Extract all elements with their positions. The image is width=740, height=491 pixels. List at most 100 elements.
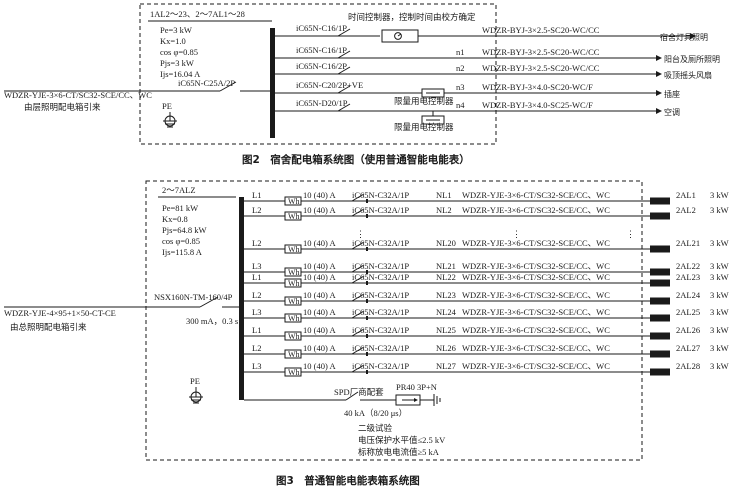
fig2-param-pjs: Pjs=3 kW [160, 58, 194, 68]
figure-3-meter-box: 2～7ALZ Pe=81 kW Kx=0.8 Pjs=64.8 kW cos φ… [4, 180, 729, 487]
feeder-3-circuit: NL20 [436, 238, 456, 248]
feeder-10-breaker-contact [351, 364, 365, 373]
fig2-param-cos: cos φ=0.85 [160, 47, 198, 57]
feeder-7-breaker-mark [366, 316, 368, 320]
feeder-3-terminal-box [650, 245, 670, 253]
feeder-1-breaker: iC65N-C32A/1P [352, 190, 409, 200]
feeder-6-meter-rating: 10 (40) A [303, 290, 336, 300]
fig2-branch-4-breaker: iC65N-C20/2P+VE [296, 80, 363, 90]
feeder-3-box-label: 2AL21 [676, 238, 700, 248]
feeder-3-phase: L2 [252, 238, 261, 248]
feeder-4-meter-rating: 10 (40) A [303, 261, 336, 271]
feeder-7-meter-symbol: Wh [288, 314, 300, 323]
feeder-7-circuit: NL24 [436, 307, 457, 317]
feeder-3-meter-rating: 10 (40) A [303, 238, 336, 248]
feeder-4-meter-symbol: Wh [288, 268, 300, 277]
feeder-6-cable: WDZR-YJE-3×6-CT/SC32-SCE/CC、WC [462, 290, 610, 300]
feeder-6-box-label: 2AL24 [676, 290, 701, 300]
fig2-busbar [270, 28, 275, 138]
feeder-5-circuit: NL22 [436, 272, 456, 282]
fig2-branch-1-breaker: iC65N-C16/1P [296, 23, 347, 33]
feeder-4-cable: WDZR-YJE-3×6-CT/SC32-SCE/CC、WC [462, 261, 610, 271]
figure-2-dorm-distribution-box: 1AL2～23、2～7AL1～28 Pe=3 kW Kx=1.0 cos φ=0… [4, 3, 720, 166]
feeder-8-meter-rating: 10 (40) A [303, 325, 336, 335]
feeder-1-meter-symbol: Wh [288, 197, 300, 206]
feeder-6-phase: L2 [252, 290, 261, 300]
feeder-8-power: 3 kW [710, 325, 729, 335]
fig2-caption: 图2 宿舍配电箱系统图（使用普通智能电能表） [242, 153, 470, 166]
feeder-10-meter-symbol: Wh [288, 368, 300, 377]
feeder-5-power: 3 kW [710, 272, 729, 282]
feeder-6-meter-box [284, 296, 302, 306]
fig2-branch-2-breaker: iC65N-C16/1P [296, 45, 347, 55]
fig2-main-breaker-contact [219, 81, 237, 92]
feeder-10-breaker-mark [366, 370, 368, 374]
fig2-branch-4: iC65N-C20/2P+VE n3 WDZR-BYJ-3×4.0-SC20-W… [275, 80, 680, 99]
fig3-spd-note-3: 标称放电电流值≥5 kA [358, 447, 440, 457]
fig2-branch-3-breaker: iC65N-C16/2P [296, 61, 347, 71]
feeder-2-terminal-box [650, 212, 670, 220]
feeder-1-breaker-mark [366, 199, 368, 203]
feeder-1-meter-rating: 10 (40) A [303, 190, 336, 200]
fig2-branch-3-cable: WDZR-BYJ-3×2.5-SC20-WC/CC [482, 63, 600, 73]
feeder-9-breaker-mark [366, 352, 368, 356]
feeder-3-breaker-mark [366, 247, 368, 251]
fig2-time-controller-box [381, 29, 419, 43]
fig2-enclosure-boundary [139, 3, 497, 145]
fig3-main-breaker-label: NSX160N-TM-160/4P [154, 292, 233, 302]
feeder-4-terminal-box [650, 268, 670, 276]
feeder-4-breaker: iC65N-C32A/1P [352, 261, 409, 271]
feeder-10-meter-rating: 10 (40) A [303, 361, 336, 371]
fig3-caption: 图3 普通智能电能表箱系统图 [276, 474, 420, 487]
feeder-9-meter-rating: 10 (40) A [303, 343, 336, 353]
feeder-8-phase: L1 [252, 325, 261, 335]
fig2-incoming-cable: WDZR-YJE-3×6-CT/SC32-SCE/CC、WC [4, 90, 152, 100]
fig2-main-breaker-label: iC65N-C25A/2P [178, 78, 235, 88]
fig2-time-controller-icon [394, 32, 402, 40]
feeder-3-meter-symbol: Wh [288, 245, 300, 254]
fig2-branch-4-circuit: n3 [456, 82, 465, 92]
fig2-branch-2-cable: WDZR-BYJ-3×2.5-SC20-WC/CC [482, 47, 600, 57]
fig3-rcd-label: 300 mA，0.3 s [186, 316, 238, 326]
fig2-branch-3-circuit: n2 [456, 63, 465, 73]
feeder-3-breaker: iC65N-C32A/1P [352, 238, 409, 248]
fig2-branch-1-device: 时间控制器，控制时间由校方确定 [348, 12, 476, 22]
feeder-2-box-label: 2AL2 [676, 205, 696, 215]
feeder-2-meter-rating: 10 (40) A [303, 205, 336, 215]
feeder-4-phase: L3 [252, 261, 261, 271]
fig3-param-pjs: Pjs=64.8 kW [162, 225, 206, 235]
feeder-9-circuit: NL26 [436, 343, 456, 353]
feeder-1-circuit: NL1 [436, 190, 452, 200]
feeder-4-box-label: 2AL22 [676, 261, 700, 271]
feeder-2-meter-box [284, 211, 302, 221]
feeder-10-circuit: NL27 [436, 361, 456, 371]
feeder-5-breaker: iC65N-C32A/1P [352, 272, 409, 282]
feeder-9-phase: L2 [252, 343, 261, 353]
fig2-earth-symbol [163, 112, 177, 128]
feeder-6-breaker-mark [366, 299, 368, 303]
fig2-limiter-label-1: 限量用电控制器 [394, 96, 454, 106]
feeder-6-power: 3 kW [710, 290, 729, 300]
feeder-7-breaker-contact [351, 310, 365, 319]
feeder-3-cable: WDZR-YJE-3×6-CT/SC32-SCE/CC、WC [462, 238, 610, 248]
fig3-ellipsis-right: ⋮ [626, 229, 635, 239]
feeder-3-power: 3 kW [710, 238, 729, 248]
feeder-9-breaker-contact [351, 346, 365, 355]
fig2-param-ijs: Ijs=16.04 A [160, 69, 201, 79]
feeder-9-breaker: iC65N-C32A/1P [352, 343, 409, 353]
fig2-branch-3-load: 吸顶摇头风扇 [664, 70, 712, 80]
feeder-7-box-label: 2AL25 [676, 307, 700, 317]
feeder-8-meter-box [284, 331, 302, 341]
feeder-9-meter-symbol: Wh [288, 350, 300, 359]
fig2-branch-4-cable: WDZR-BYJ-3×4.0-SC20-WC/F [482, 82, 593, 92]
feeder-9-meter-box [284, 349, 302, 359]
feeder-7-power: 3 kW [710, 307, 729, 317]
fig3-ellipsis-breaker: ⋮ [356, 229, 365, 239]
fig3-spd-current: 40 kA（8/20 μs） [344, 408, 407, 418]
fig2-branch-2: iC65N-C16/1P n1 WDZR-BYJ-3×2.5-SC20-WC/C… [275, 45, 720, 64]
feeder-8-box-label: 2AL26 [676, 325, 700, 335]
feeder-4-breaker-mark [366, 270, 368, 274]
fig2-incoming-note: 由层照明配电箱引来 [24, 102, 101, 112]
fig3-spd-breaker: PR40 3P+N [396, 382, 437, 392]
